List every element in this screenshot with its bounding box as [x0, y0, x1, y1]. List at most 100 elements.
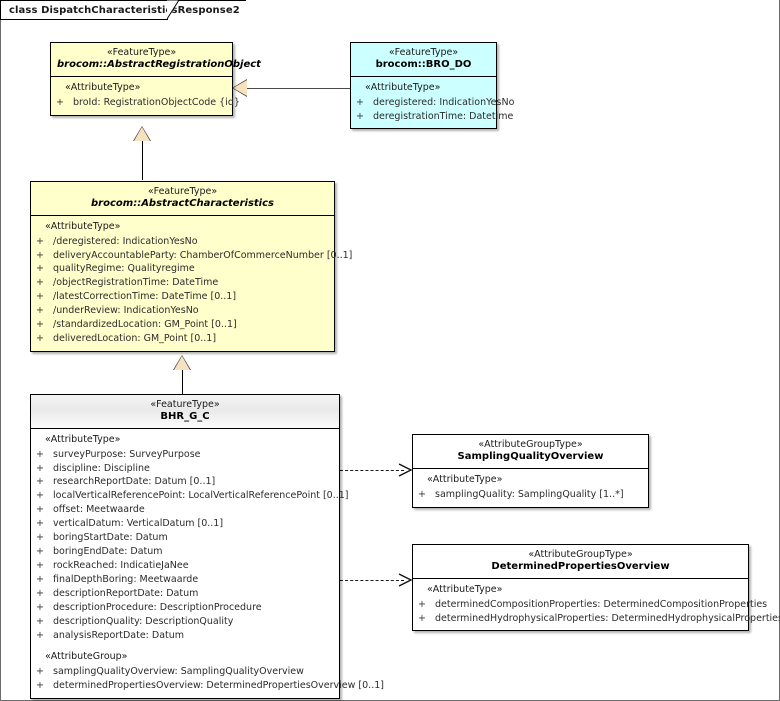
attribute-visibility: +: [36, 665, 44, 677]
attribute-signature: /objectRegistrationTime: DateTime: [53, 277, 219, 289]
class-header-sampling-quality-overview: «AttributeGroupType» SamplingQualityOver…: [413, 435, 648, 469]
class-name: SamplingQualityOverview: [457, 450, 604, 462]
attribute-signature: deliveryAccountableParty: ChamberOfComme…: [53, 249, 353, 261]
attribute-row: + samplingQualityOverview: SamplingQuali…: [36, 665, 335, 679]
generalization-line-abstractcharacteristics-to-abstractregistrationobject: [142, 140, 143, 180]
attribute-visibility: +: [36, 263, 44, 275]
attribute-row: + descriptionReportDate: Datum: [36, 587, 335, 601]
attribute-signature: /latestCorrectionTime: DateTime [0..1]: [53, 291, 237, 303]
attribute-row: + /standardizedLocation: GM_Point [0..1]: [36, 318, 330, 332]
class-stereotype: «AttributeGroupType»: [528, 549, 633, 560]
class-box-abstract-characteristics[interactable]: «FeatureType» brocom::AbstractCharacteri…: [30, 181, 352, 353]
attribute-row: + /deregistered: IndicationYesNo: [36, 235, 330, 249]
generalization-arrowhead-bhrgc: [174, 356, 190, 370]
attribute-row: + rockReached: IndicatieJaNee: [36, 559, 335, 573]
class-box-sampling-quality-overview[interactable]: «AttributeGroupType» SamplingQualityOver…: [412, 434, 649, 508]
class-attributes-compartment: «AttributeType» + deregistered: Indicati…: [351, 77, 514, 129]
attribute-visibility: +: [36, 602, 44, 614]
generalization-arrowhead-brodo: [233, 80, 247, 96]
attribute-visibility: +: [36, 333, 44, 345]
attribute-row: + descriptionProcedure: DescriptionProce…: [36, 601, 335, 615]
attribute-visibility: +: [36, 679, 44, 691]
attribute-row: + descriptionQuality: DescriptionQuality: [36, 615, 335, 629]
attribute-row: + surveyPurpose: SurveyPurpose: [36, 448, 335, 462]
attribute-visibility: +: [36, 462, 44, 474]
attribute-visibility: +: [36, 574, 44, 586]
attribute-visibility: +: [36, 476, 44, 488]
attribute-signature: /deregistered: IndicationYesNo: [53, 235, 198, 247]
compartment-label: «AttributeType»: [45, 220, 121, 232]
attribute-visibility: +: [36, 235, 44, 247]
diagram-title-underline: [0, 19, 168, 20]
attribute-signature: rockReached: IndicatieJaNee: [53, 560, 189, 572]
attribute-signature: /standardizedLocation: GM_Point [0..1]: [53, 319, 237, 331]
attribute-row: + qualityRegime: Qualityregime: [36, 262, 330, 276]
compartment-label: «AttributeType»: [45, 433, 121, 445]
attribute-visibility: +: [36, 490, 44, 502]
class-attributes-compartment: «AttributeType» + determinedCompositionP…: [413, 579, 780, 631]
attribute-row: + deregistrationTime: Datetime: [356, 110, 513, 124]
diagram-frame-left-border: [0, 0, 1, 701]
class-header-abstract-characteristics: «FeatureType» brocom::AbstractCharacteri…: [31, 182, 334, 216]
attribute-signature: qualityRegime: Qualityregime: [53, 263, 195, 275]
compartment-label: «AttributeType»: [365, 81, 441, 93]
attribute-signature: researchReportDate: Datum [0..1]: [53, 476, 216, 488]
attribute-row: + determinedPropertiesOverview: Determin…: [36, 679, 384, 693]
attribute-row: + determinedCompositionProperties: Deter…: [418, 598, 767, 612]
attribute-signature: deregistrationTime: Datetime: [373, 110, 514, 122]
dependency-line-bhrgc-to-samplingqualityoverview: [340, 470, 404, 471]
attribute-row: + determinedHydrophysicalProperties: Det…: [418, 612, 780, 626]
attribute-visibility: +: [56, 96, 64, 108]
diagram-title-tab: class DispatchCharacteristicsResponse2: [0, 0, 246, 19]
attribute-signature: surveyPurpose: SurveyPurpose: [53, 448, 201, 460]
attribute-visibility: +: [36, 546, 44, 558]
class-name: brocom::AbstractCharacteristics: [91, 197, 274, 209]
attribute-signature: samplingQuality: SamplingQuality [1..*]: [435, 488, 624, 500]
dependency-arrowhead-samplingqualityoverview: [398, 463, 412, 477]
class-header-determined-properties-overview: «AttributeGroupType» DeterminedPropertie…: [413, 545, 748, 579]
class-name: brocom::BRO_DO: [375, 58, 472, 70]
class-name: DeterminedPropertiesOverview: [491, 560, 670, 572]
class-box-bhr-g-c[interactable]: «FeatureType» BHR_G_C «AttributeType» + …: [30, 394, 384, 699]
attribute-visibility: +: [36, 560, 44, 572]
attribute-visibility: +: [36, 532, 44, 544]
attribute-visibility: +: [36, 277, 44, 289]
attribute-row: + deliveredLocation: GM_Point [0..1]: [36, 332, 330, 346]
attribute-row: + broId: RegistrationObjectCode {id}: [56, 96, 240, 110]
class-attributes-compartment: «AttributeType» + surveyPurpose: SurveyP…: [31, 429, 384, 698]
class-box-determined-properties-overview[interactable]: «AttributeGroupType» DeterminedPropertie…: [412, 544, 780, 632]
class-attributes-compartment: «AttributeType» + samplingQuality: Sampl…: [413, 469, 648, 507]
attribute-visibility: +: [418, 598, 426, 610]
attribute-signature: determinedCompositionProperties: Determi…: [435, 598, 768, 610]
class-stereotype: «FeatureType»: [147, 186, 218, 197]
class-box-abstract-registration-object[interactable]: «FeatureType» brocom::AbstractRegistrati…: [50, 42, 261, 116]
attribute-signature: determinedPropertiesOverview: Determined…: [53, 679, 384, 691]
attribute-signature: finalDepthBoring: Meetwaarde: [53, 574, 199, 586]
attribute-row: + boringEndDate: Datum: [36, 545, 335, 559]
attribute-signature: verticalDatum: VerticalDatum [0..1]: [53, 518, 224, 530]
generalization-arrowhead-abstractcharacteristics: [134, 127, 150, 141]
attribute-signature: /underReview: IndicationYesNo: [53, 305, 199, 317]
generalization-line-brodo-to-abstractregistrationobject: [246, 88, 350, 89]
attribute-visibility: +: [36, 448, 44, 460]
attribute-signature: descriptionReportDate: Datum: [53, 588, 199, 600]
class-header-abstract-registration-object: «FeatureType» brocom::AbstractRegistrati…: [51, 43, 261, 77]
attribute-signature: samplingQualityOverview: SamplingQuality…: [53, 665, 304, 677]
class-box-bro-do[interactable]: «FeatureType» brocom::BRO_DO «AttributeT…: [350, 42, 514, 130]
class-stereotype: «FeatureType»: [388, 47, 459, 58]
attribute-visibility: +: [418, 612, 426, 624]
diagram-title-label: class DispatchCharacteristicsResponse2: [9, 4, 240, 16]
diagram-title-tab-slant: [167, 0, 180, 20]
class-stereotype: «AttributeGroupType»: [478, 439, 583, 450]
class-stereotype: «FeatureType»: [150, 399, 220, 410]
attribute-signature: analysisReportDate: Datum: [53, 629, 185, 641]
class-name: BHR_G_C: [160, 410, 210, 422]
attribute-row: + /underReview: IndicationYesNo: [36, 304, 330, 318]
attribute-signature: discipline: Discipline: [53, 462, 150, 474]
attribute-row: + deliveryAccountableParty: ChamberOfCom…: [36, 249, 352, 263]
attribute-visibility: +: [356, 96, 364, 108]
attribute-signature: descriptionQuality: DescriptionQuality: [53, 616, 234, 628]
attribute-visibility: +: [418, 488, 426, 500]
compartment-label: «AttributeType»: [65, 81, 141, 93]
